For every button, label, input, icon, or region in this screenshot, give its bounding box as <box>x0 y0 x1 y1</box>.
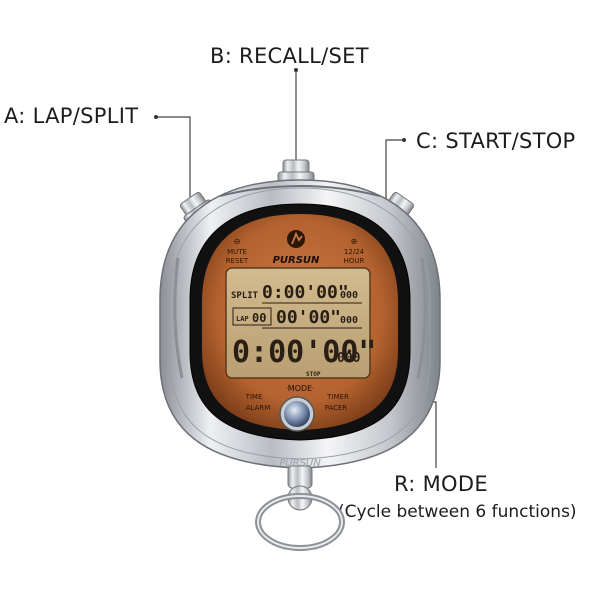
time-label: TIME <box>245 393 263 401</box>
stop-label: STOP <box>306 371 321 378</box>
brand-name: PURSUN <box>273 255 320 266</box>
split-time: 0:00'00" <box>262 282 349 303</box>
minus-icon: ⊖ <box>234 237 241 246</box>
main-ms: 000 <box>337 351 361 366</box>
leader-start-stop <box>385 139 404 200</box>
reset-label: RESET <box>226 257 249 265</box>
split-ms: 000 <box>340 290 358 301</box>
callout-start-stop: C: START/STOP <box>416 129 576 153</box>
callout-lap-split: A: LAP/SPLIT <box>4 104 139 128</box>
callout-mode: R: MODE <box>394 472 488 496</box>
pacer-label: PACER <box>325 404 348 412</box>
hour-label: HOUR <box>344 257 365 265</box>
callout-recall-set: B: RECALL/SET <box>210 44 369 68</box>
lap-time: 00'00" <box>276 307 341 328</box>
callout-mode-note: (Cycle between 6 functions) <box>338 502 577 522</box>
hour-format-label: 12/24 <box>344 248 365 256</box>
timer-label: TIMER <box>326 393 349 401</box>
plus-icon: ⊕ <box>351 237 358 246</box>
lap-number: 00 <box>252 311 266 325</box>
lap-ms: 000 <box>340 315 358 326</box>
mode-label: ·MODE· <box>285 384 315 393</box>
split-label: SPLIT <box>231 291 259 301</box>
leader-lap-split <box>156 116 191 198</box>
lcd-screen <box>225 267 371 379</box>
alarm-label: ALARM <box>246 404 271 412</box>
mode-button[interactable] <box>279 396 315 432</box>
mute-label: MUTE <box>227 248 247 256</box>
case-engraving: PURSUN <box>279 458 321 469</box>
lap-label: LAP <box>236 315 249 323</box>
main-time: 0:00'00" <box>232 335 377 370</box>
lanyard-ring <box>255 465 345 551</box>
